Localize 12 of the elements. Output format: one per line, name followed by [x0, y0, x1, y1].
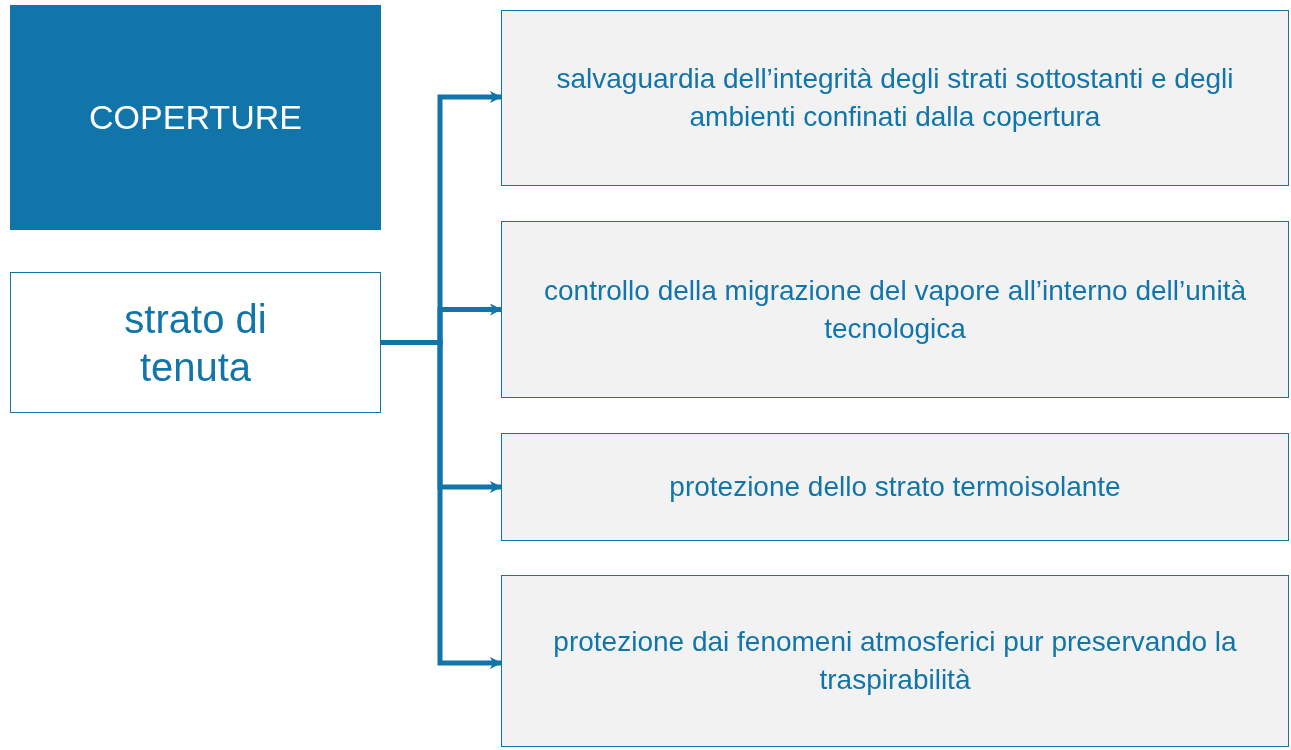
node-label: salvaguardia dell’integrità degli strati sottostanti e degli ambienti confinati dalla copertura [555, 62, 1235, 134]
node-label: protezione dello strato termoisolante [668, 470, 1122, 505]
function-box [501, 221, 1289, 398]
function-box [501, 575, 1289, 747]
title-text: COPERTURE [88, 96, 303, 138]
category-box [10, 272, 381, 413]
node-label: strato di tenuta [123, 295, 268, 391]
node-label: protezione dai fenomeni atmosferici pur preservando la traspirabilità [552, 625, 1238, 697]
function-box [501, 433, 1289, 541]
title-box [10, 5, 381, 230]
node-label: controllo della migrazione del vapore all’interno dell’unità tecnologica [543, 273, 1247, 346]
function-box [501, 10, 1289, 186]
